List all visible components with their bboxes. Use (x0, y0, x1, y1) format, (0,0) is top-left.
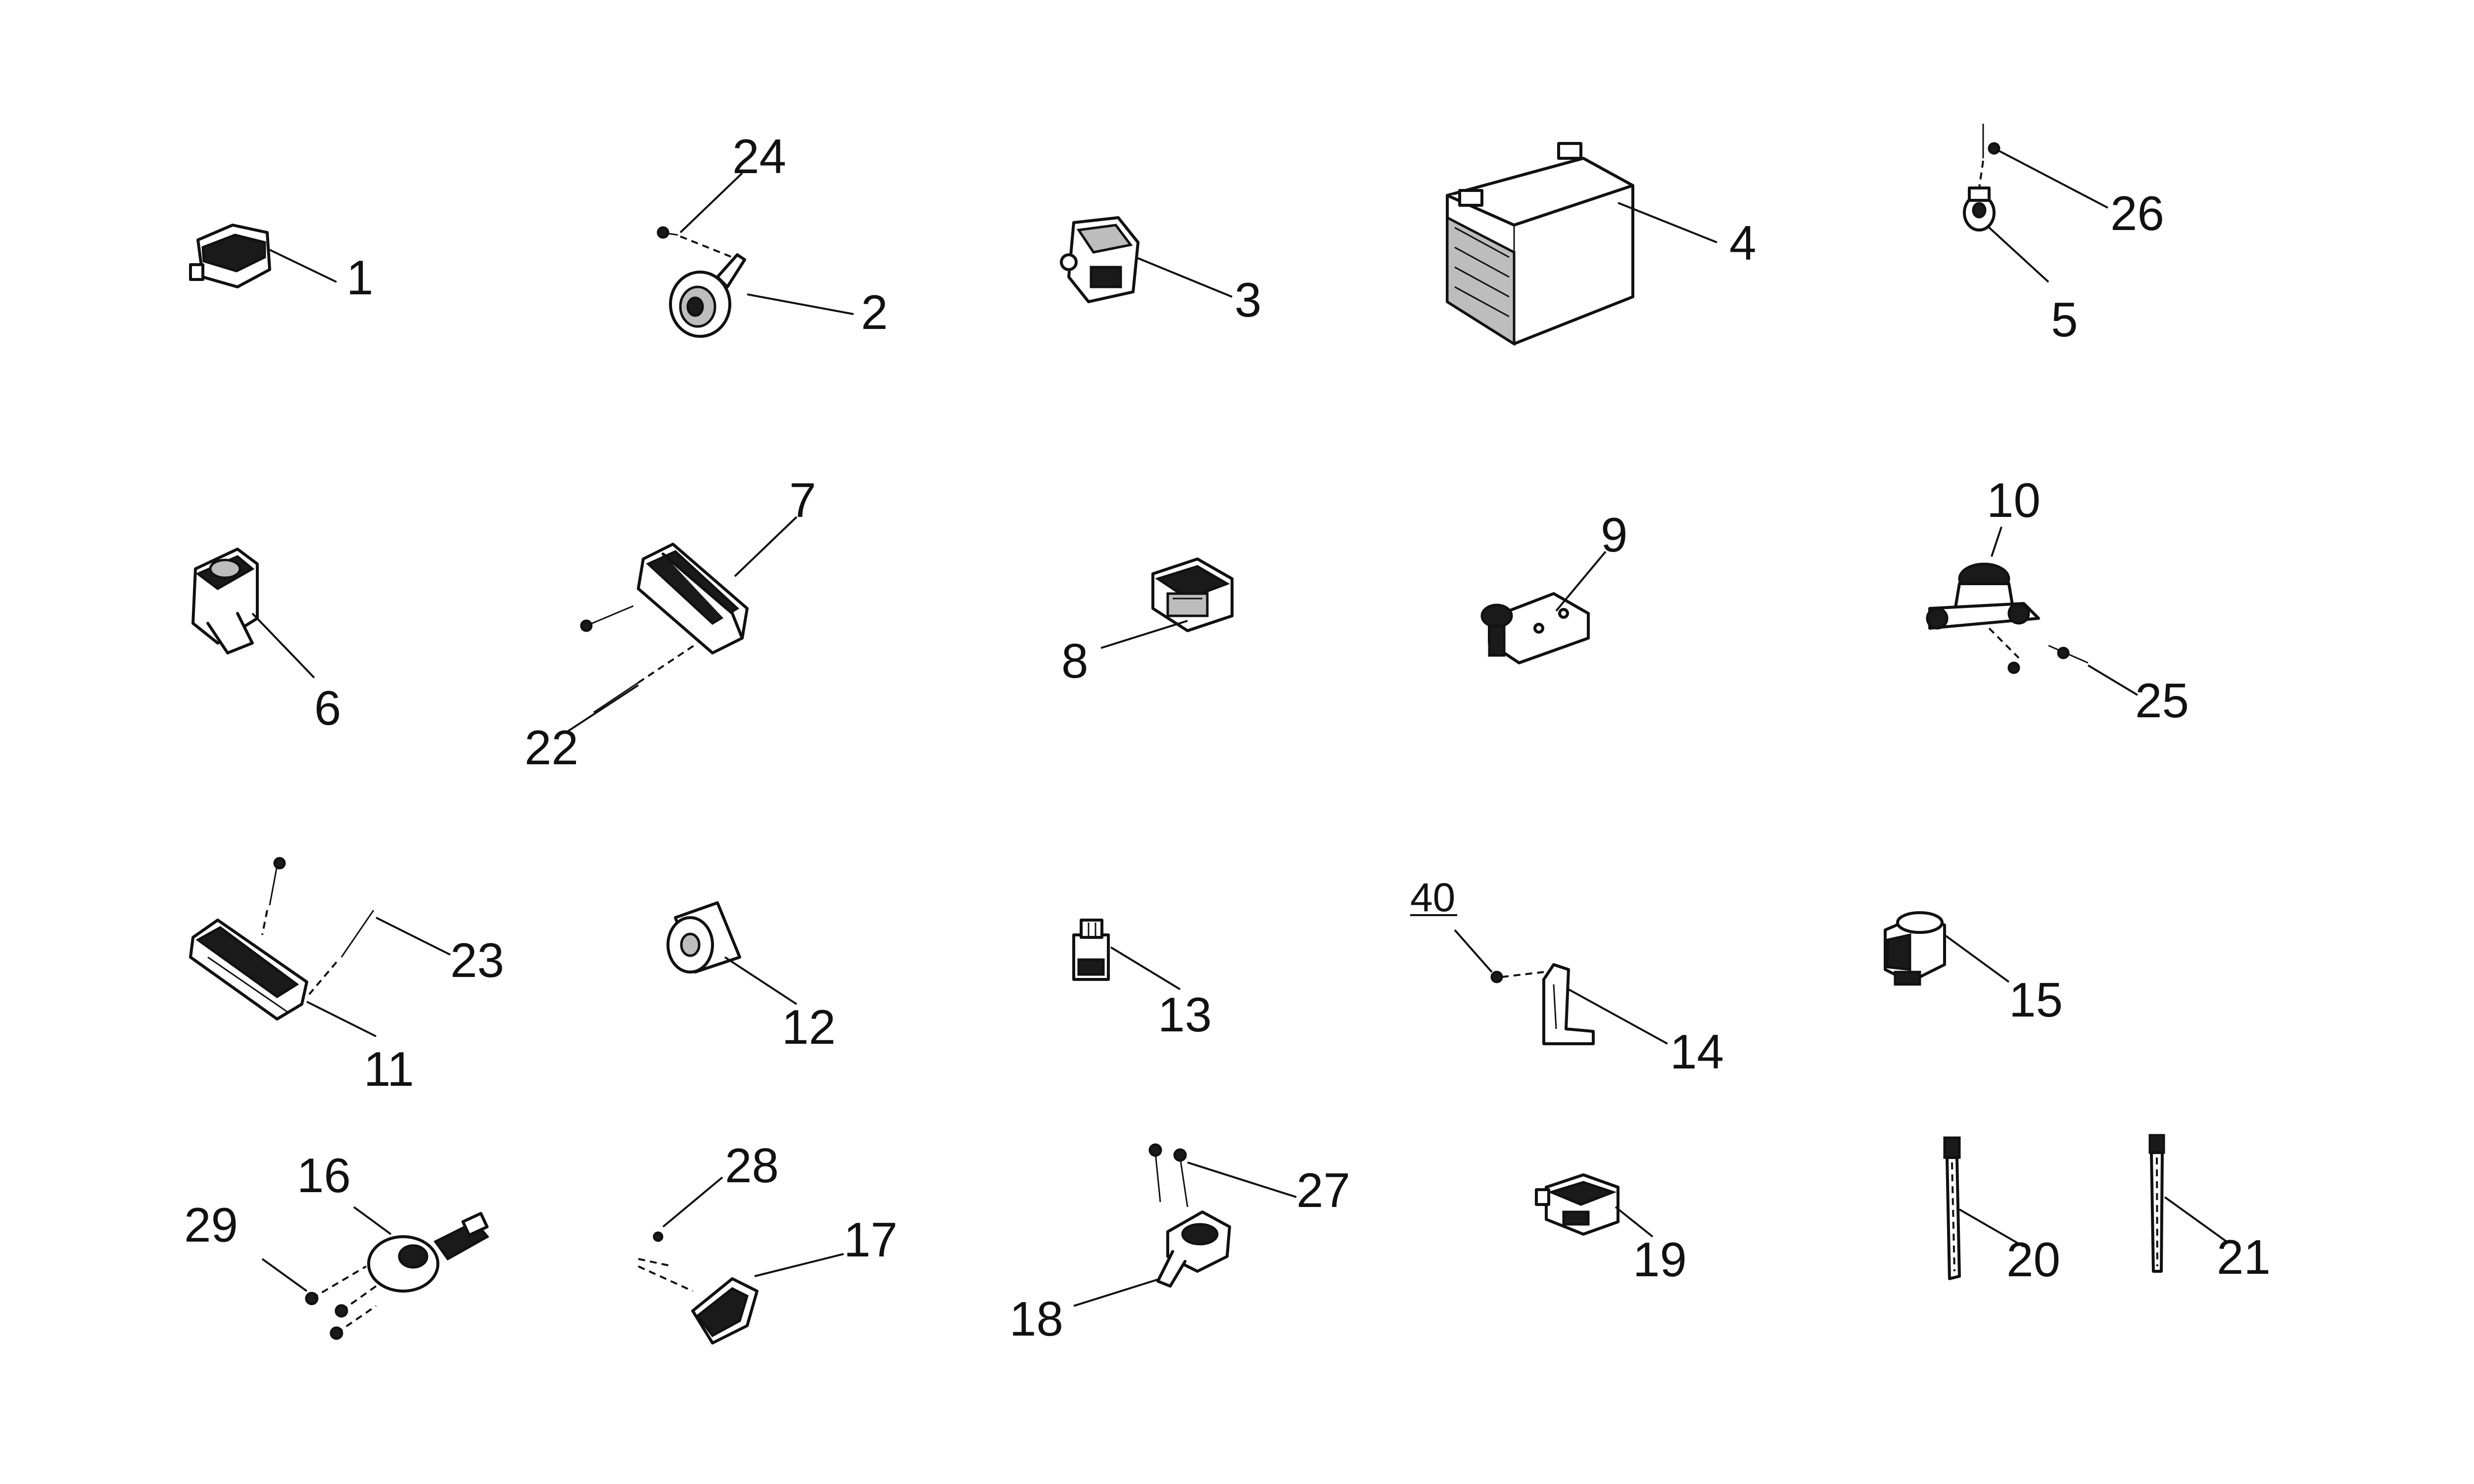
part-26-screw (1978, 124, 2000, 188)
part-11-cdi-module (189, 919, 308, 1020)
part-15-solenoid (1884, 911, 1946, 986)
part-20-cable-tie (1943, 1136, 1961, 1280)
leader-23 (376, 917, 451, 956)
callout-5: 5 (2051, 292, 2078, 347)
leader-9 (1555, 551, 1607, 612)
leader-6 (251, 612, 315, 679)
leader-16 (353, 1206, 392, 1235)
leader-18 (1073, 1278, 1161, 1307)
part-6-switch (191, 548, 259, 654)
leader-14 (1568, 988, 1668, 1045)
callout-27: 27 (1296, 1163, 1350, 1217)
callout-13: 13 (1158, 987, 1212, 1042)
part-17-brake-switch (691, 1277, 759, 1345)
callout-20: 20 (2006, 1232, 2060, 1287)
part-3-regulator (1060, 216, 1140, 303)
callout-2: 2 (861, 285, 888, 339)
callout-4: 4 (1729, 216, 1757, 270)
leader-4 (1618, 202, 1717, 243)
callout-9: 9 (1601, 508, 1628, 562)
callout-22: 22 (524, 720, 578, 775)
callout-1: 1 (346, 250, 374, 305)
part-12-rubber-sleeve (666, 901, 741, 974)
callout-26: 26 (2110, 186, 2164, 240)
leader-27 (1187, 1161, 1297, 1198)
part-40-screw (1490, 971, 1544, 983)
part-28-screw (638, 1231, 693, 1292)
leader-8 (1100, 620, 1188, 649)
callout-29: 29 (184, 1198, 238, 1252)
callout-10: 10 (1987, 473, 2041, 527)
callout-8: 8 (1061, 634, 1089, 688)
leader-19 (1615, 1206, 1654, 1238)
leader-10 (1991, 526, 2002, 557)
part-27-screw (1148, 1143, 1189, 1207)
leader-40 (1454, 929, 1493, 973)
leader-15 (1944, 934, 2010, 983)
leader-20 (1959, 1208, 2024, 1248)
part-4-battery (1446, 142, 1634, 346)
callout-18: 18 (1009, 1292, 1063, 1346)
part-23-bolt (261, 857, 375, 995)
callout-23: 23 (450, 933, 504, 987)
callout-16: 16 (297, 1148, 351, 1203)
callout-6: 6 (314, 681, 341, 735)
leader-2 (747, 293, 854, 315)
leader-13 (1110, 946, 1181, 990)
leader-1 (269, 249, 337, 283)
part-5-sensor (1963, 186, 1996, 232)
callout-21: 21 (2217, 1230, 2271, 1284)
part-13-connector (1072, 919, 1110, 981)
part-25-bolt (1988, 627, 2089, 674)
callout-17: 17 (844, 1212, 898, 1267)
callout-11: 11 (364, 1042, 414, 1096)
callout-25: 25 (2135, 673, 2189, 728)
part-16-speed-sensor (367, 1211, 489, 1293)
part-18-neutral-switch (1156, 1210, 1231, 1288)
leader-28 (662, 1176, 723, 1228)
callout-40: 40 (1410, 875, 1455, 920)
part-21-cable-tie (2148, 1134, 2165, 1273)
leader-26 (1998, 150, 2108, 209)
leader-24 (679, 172, 743, 233)
leader-5 (1988, 227, 2049, 283)
leader-3 (1135, 256, 1233, 298)
part-1-relay (189, 224, 271, 288)
part-22-bolt (580, 605, 699, 713)
callout-24: 24 (732, 129, 786, 184)
leader-7 (734, 516, 798, 577)
part-7-rectifier (637, 543, 749, 654)
leader-17 (754, 1253, 844, 1277)
leader-25 (2087, 664, 2139, 696)
part-29-bolt (305, 1265, 377, 1340)
part-19-flasher-relay (1535, 1173, 1619, 1236)
leader-12 (724, 956, 798, 1005)
callout-12: 12 (782, 1000, 836, 1054)
callout-28: 28 (725, 1138, 779, 1193)
leader-21 (2164, 1196, 2228, 1243)
callout-7: 7 (789, 473, 816, 527)
callout-14: 14 (1670, 1024, 1724, 1079)
part-10-fuel-pump (1926, 562, 2040, 630)
callout-19: 19 (1633, 1232, 1687, 1287)
part-9-ignition-switch (1480, 592, 1590, 664)
leader-29 (261, 1258, 308, 1292)
callout-15: 15 (2009, 973, 2063, 1027)
leader-22 (566, 684, 639, 733)
leader-11 (306, 1001, 377, 1037)
part-8-starter-relay (1151, 557, 1234, 632)
callout-3: 3 (1235, 273, 1262, 327)
part-14-sidestand-switch (1542, 963, 1595, 1045)
part-2-horn (669, 253, 746, 338)
part-24-screw (657, 226, 733, 258)
